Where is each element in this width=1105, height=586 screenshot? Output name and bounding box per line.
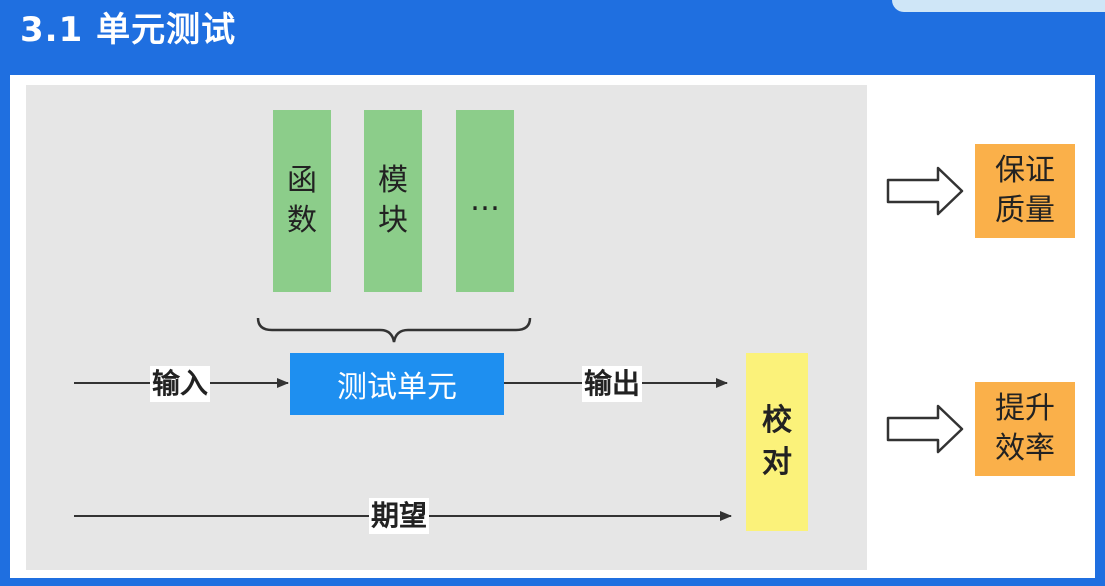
component-module: 模块 [364, 110, 422, 292]
watermark: @稀土掘金技术社区 [924, 550, 1077, 570]
check-box: 校对 [746, 353, 808, 531]
component-label: 函数 [287, 163, 317, 238]
component-more: … [456, 110, 514, 292]
benefit-label: 提升效率 [995, 391, 1055, 466]
expected-label: 期望 [369, 498, 430, 534]
diagram-area [26, 85, 867, 570]
grouping-brace [256, 317, 532, 343]
benefit-efficiency: 提升效率 [975, 382, 1075, 476]
component-function: 函数 [273, 110, 331, 292]
input-label: 输入 [150, 366, 211, 402]
benefit-label: 保证质量 [995, 153, 1055, 228]
slide-title: 3.1 单元测试 [20, 10, 237, 50]
benefit-quality: 保证质量 [975, 144, 1075, 238]
component-label: … [470, 183, 500, 218]
corner-tab [892, 0, 1105, 12]
unit-under-test: 测试单元 [290, 353, 504, 415]
hollow-arrow-quality [886, 166, 964, 216]
component-label: 模块 [378, 163, 408, 238]
output-label: 输出 [582, 366, 643, 402]
check-label: 校对 [762, 403, 792, 480]
hollow-arrow-efficiency [886, 404, 964, 454]
